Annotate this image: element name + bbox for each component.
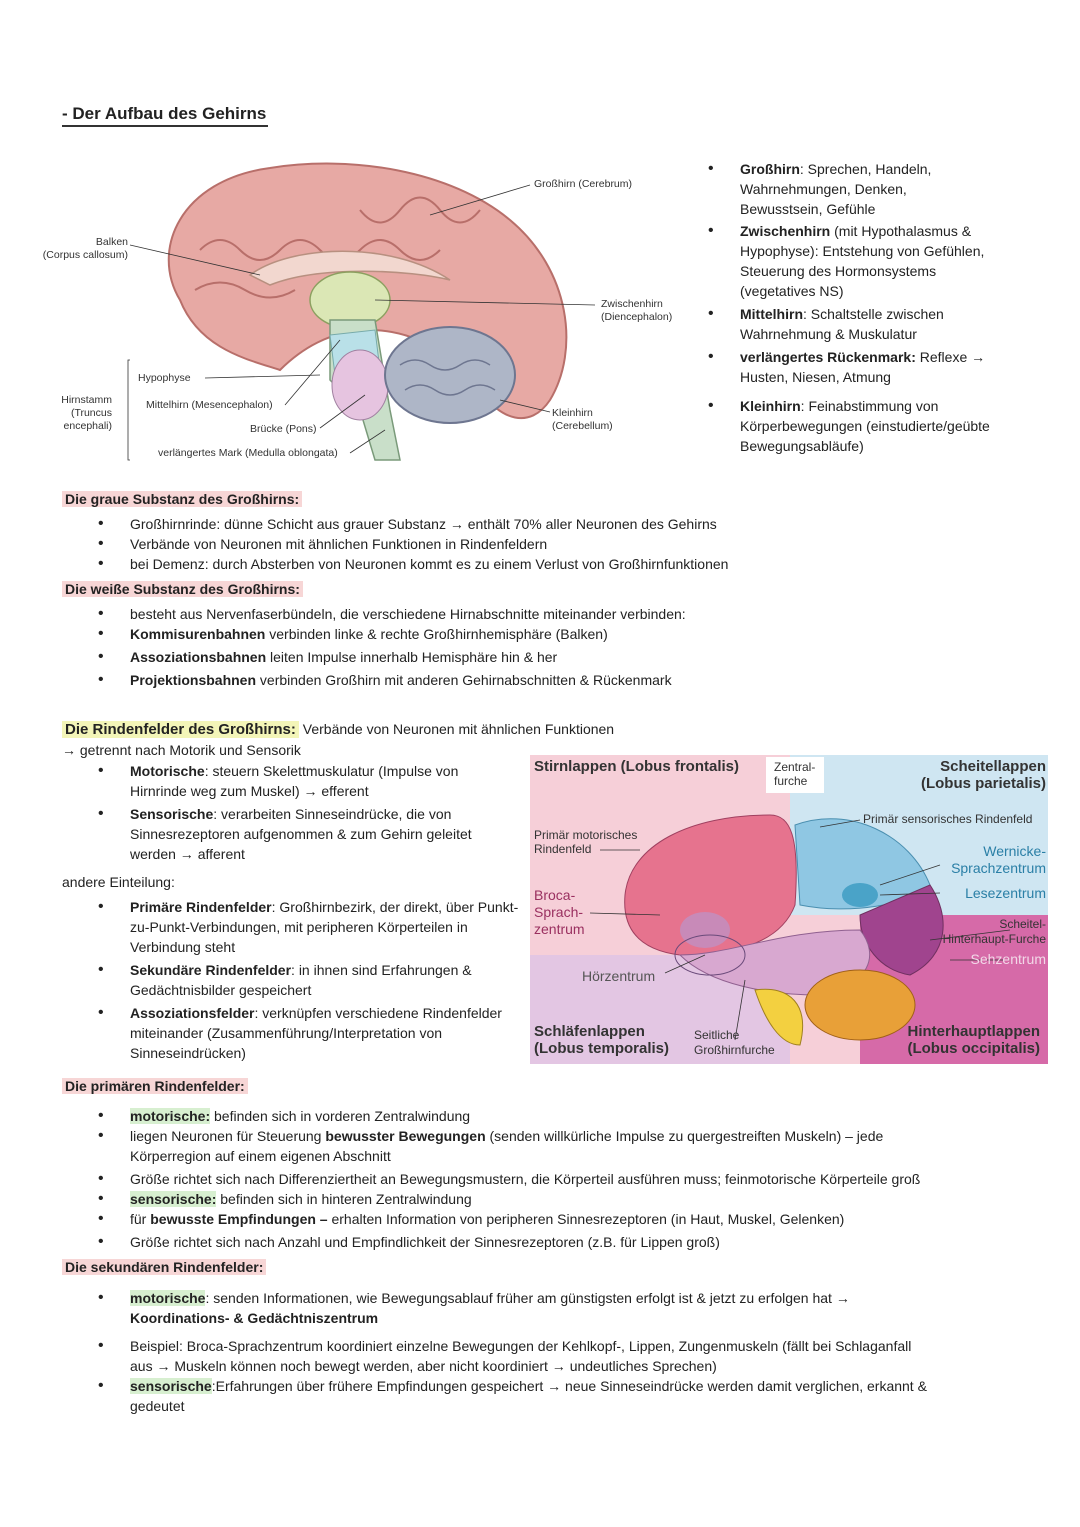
label-sehzentrum: Sehzentrum xyxy=(970,951,1046,967)
label-hirnstamm: Hirnstamm (Truncus encephali) xyxy=(61,394,112,432)
list-item: liegen Neuronen für Steuerung bewusster … xyxy=(98,1126,930,1166)
label-mittelhirn: Mittelhirn (Mesencephalon) xyxy=(146,399,273,411)
section-heading-graue: Die graue Substanz des Großhirns: xyxy=(62,489,303,509)
section-heading-weisse: Die weiße Substanz des Großhirns: xyxy=(62,579,303,599)
list-item: motorische: senden Informationen, wie Be… xyxy=(98,1288,1010,1328)
sagittal-brain-illustration xyxy=(127,162,596,461)
section-heading-primaere: Die primären Rindenfelder: xyxy=(62,1076,248,1096)
label-stirnlappen: Stirnlappen (Lobus frontalis) xyxy=(534,758,739,775)
section-heading-rindenfelder: Die Rindenfelder des Großhirns: Verbände… xyxy=(62,719,614,740)
page-title: - Der Aufbau des Gehirns xyxy=(62,104,269,127)
list-item: Kommisurenbahnen verbinden linke & recht… xyxy=(98,624,608,644)
list-item: Assoziationsbahnen leiten Impulse innerh… xyxy=(98,647,557,667)
list-item: Sekundäre Rindenfelder: in ihnen sind Er… xyxy=(98,960,510,1000)
list-item: Größe richtet sich nach Differenzierthei… xyxy=(98,1169,920,1189)
list-item: Großhirn: Sprechen, Handeln, Wahrnehmung… xyxy=(708,159,990,219)
list-item: Beispiel: Broca-Sprachzentrum koordinier… xyxy=(98,1336,1010,1376)
label-seitliche-furche: Seitliche Großhirnfurche xyxy=(694,1028,775,1057)
label-cerebrum: Großhirn (Cerebrum) xyxy=(534,178,633,190)
label-lesezentrum: Lesezentrum xyxy=(965,885,1046,901)
list-item: Größe richtet sich nach Anzahl und Empfi… xyxy=(98,1232,720,1252)
list-item: verlängertes Rückenmark: Reflexe → Huste… xyxy=(708,347,990,387)
label-zentralfurche: Zentral- furche xyxy=(774,760,816,788)
label-medulla: verlängertes Mark (Medulla oblongata) xyxy=(158,447,338,459)
other-division-label: andere Einteilung: xyxy=(62,874,175,890)
section-heading-sekundaere: Die sekundären Rindenfelder: xyxy=(62,1257,267,1277)
list-item: besteht aus Nervenfaserbündeln, die vers… xyxy=(98,604,686,624)
list-item: motorische: befinden sich in vorderen Ze… xyxy=(98,1106,470,1126)
label-cerebellum: Kleinhirn (Cerebellum) xyxy=(552,407,613,432)
list-item: Sensorische: verarbeiten Sinneseindrücke… xyxy=(98,804,510,864)
label-hoerzentrum: Hörzentrum xyxy=(582,968,656,984)
label-diencephalon: Zwischenhirn (Diencephalon) xyxy=(601,298,673,323)
list-item: Zwischenhirn (mit Hypothalasmus & Hypoph… xyxy=(708,221,990,301)
label-corpus-callosum: Balken (Corpus callosum) xyxy=(42,236,128,261)
list-item: Primäre Rindenfelder: Großhirnbezirk, de… xyxy=(98,897,525,957)
label-broca: Broca- Sprach- zentrum xyxy=(534,887,585,937)
label-hinterhauptlappen: Hinterhauptlappen (Lobus occipitalis) xyxy=(907,1023,1040,1057)
label-scheitel-hinterhaupt-furche: Scheitel- Hinterhaupt-Furche xyxy=(942,917,1046,946)
label-pons: Brücke (Pons) xyxy=(250,423,317,435)
list-item: Assoziationsfelder: verknüpfen verschied… xyxy=(98,1003,520,1063)
label-wernicke: Wernicke- Sprachzentrum xyxy=(951,843,1046,876)
brain-lobes-illustration xyxy=(530,755,1048,1064)
list-item: sensorische:Erfahrungen über frühere Emp… xyxy=(98,1376,1010,1416)
list-item: für bewusste Empfindungen – erhalten Inf… xyxy=(98,1209,844,1229)
label-schlaefenlappen: Schläfenlappen (Lobus temporalis) xyxy=(534,1023,670,1057)
label-hypophyse: Hypophyse xyxy=(138,372,191,384)
label-scheitellappen: Scheitellappen (Lobus parietalis) xyxy=(920,758,1046,792)
list-item: Verbände von Neuronen mit ähnlichen Funk… xyxy=(98,534,547,554)
list-item: Mittelhirn: Schaltstelle zwischen Wahrne… xyxy=(708,304,990,344)
list-item: sensorische: befinden sich in hinteren Z… xyxy=(98,1189,472,1209)
label-primaer-sensorisch: Primär sensorisches Rindenfeld xyxy=(863,812,1033,826)
label-primaer-motorisch: Primär motorisches Rindenfeld xyxy=(534,828,638,856)
list-item: Großhirnrinde: dünne Schicht aus grauer … xyxy=(98,514,717,534)
list-item: Projektionsbahnen verbinden Großhirn mit… xyxy=(98,670,672,690)
list-item: bei Demenz: durch Absterben von Neuronen… xyxy=(98,554,728,574)
list-item: Motorische: steuern Skelettmuskulatur (I… xyxy=(98,761,510,801)
list-item: Kleinhirn: Feinabstimmung von Körperbewe… xyxy=(708,396,990,456)
rindenfelder-subtitle: → getrennt nach Motorik und Sensorik xyxy=(62,742,301,758)
